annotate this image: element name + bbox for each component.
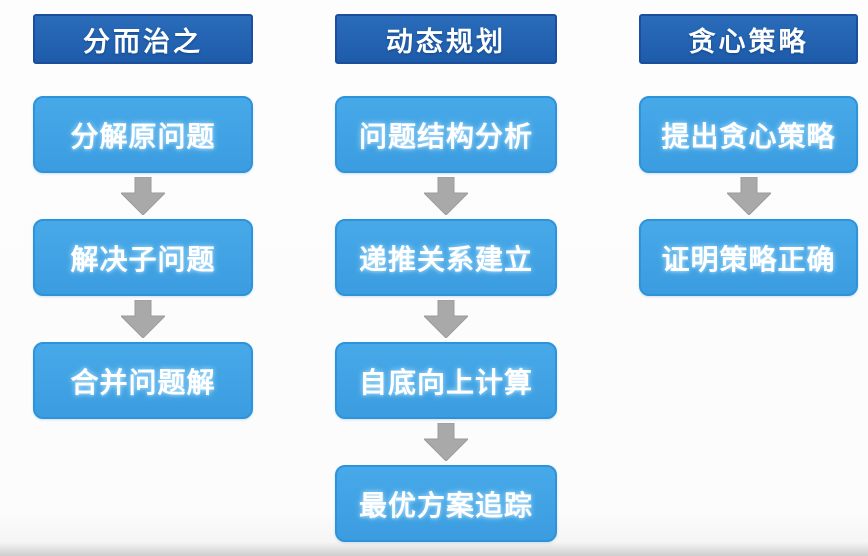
- step-box: 提出贪心策略: [639, 96, 858, 173]
- step-box: 最优方案追踪: [335, 465, 557, 542]
- step-box: 证明策略正确: [639, 219, 858, 296]
- step-box: 解决子问题: [33, 219, 253, 296]
- down-arrow-icon: [121, 300, 165, 338]
- column-header: 贪心策略: [639, 14, 858, 64]
- down-arrow-icon: [121, 177, 165, 215]
- column-greedy-strategy: 贪心策略 提出贪心策略 证明策略正确: [639, 14, 858, 296]
- bottom-shade: [0, 542, 868, 556]
- column-header: 分而治之: [33, 14, 253, 64]
- column-dynamic-programming: 动态规划 问题结构分析 递推关系建立 自底向上计算 最优方案追踪: [335, 14, 557, 542]
- step-box: 合并问题解: [33, 342, 253, 419]
- step-box: 问题结构分析: [335, 96, 557, 173]
- step-box: 自底向上计算: [335, 342, 557, 419]
- down-arrow-icon: [424, 177, 468, 215]
- step-box: 递推关系建立: [335, 219, 557, 296]
- column-divide-and-conquer: 分而治之 分解原问题 解决子问题 合并问题解: [33, 14, 253, 419]
- step-box: 分解原问题: [33, 96, 253, 173]
- column-header: 动态规划: [335, 14, 557, 64]
- down-arrow-icon: [424, 300, 468, 338]
- down-arrow-icon: [424, 423, 468, 461]
- down-arrow-icon: [726, 177, 771, 215]
